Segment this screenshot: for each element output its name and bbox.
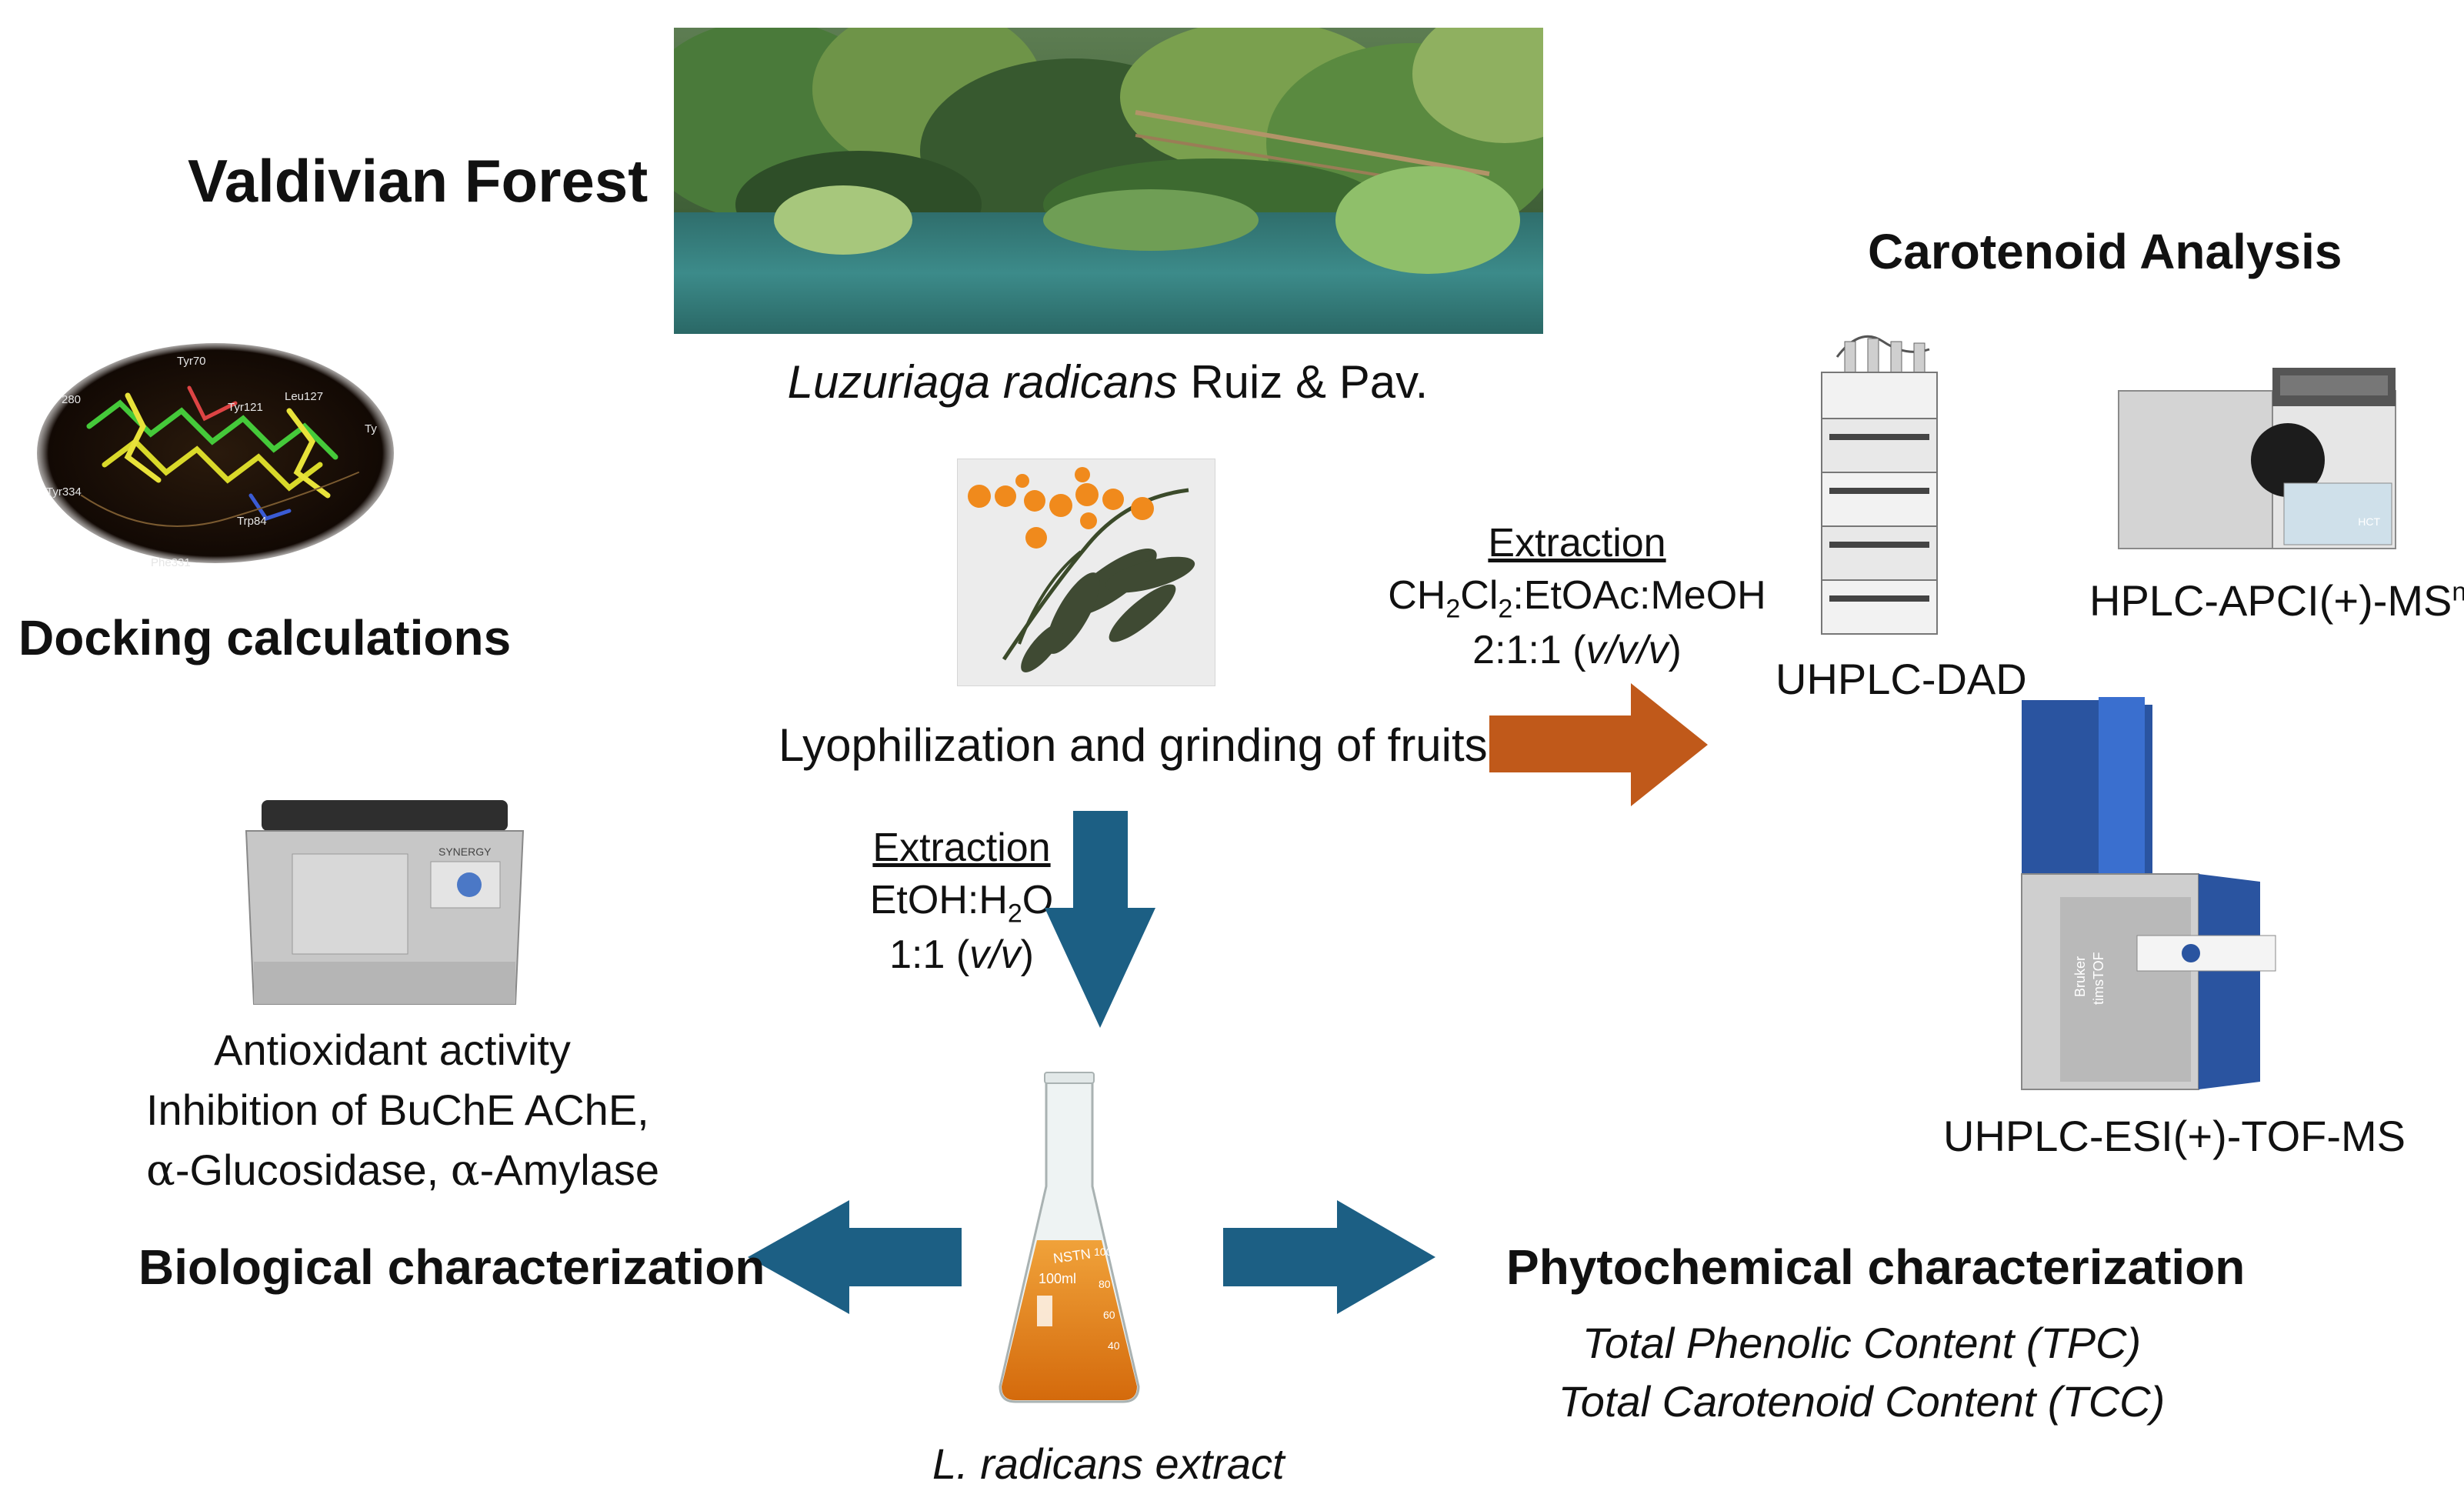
ratio-text: 2:1:1 ( — [1472, 628, 1586, 673]
solvent-subscript: 2 — [1007, 899, 1022, 929]
assay-text: -Glucosidase, — [175, 1146, 451, 1194]
plate-reader-instrument: SYNERGY — [238, 800, 531, 1008]
fruits-photo — [957, 459, 1215, 686]
ratio-text: ) — [1668, 628, 1682, 673]
down-arrow — [1045, 811, 1155, 1028]
ratio-text: 1:1 ( — [889, 932, 970, 978]
phytochemical-item: Total Carotenoid Content (TCC) — [1554, 1373, 2169, 1431]
ratio-units: v/v — [969, 932, 1021, 978]
page-title: Valdivian Forest — [188, 147, 649, 215]
solvent-subscript: 2 — [1498, 594, 1513, 624]
assay-abbrev: TPC — [2040, 1319, 2127, 1367]
assay-abbrev: TCC — [2062, 1377, 2151, 1426]
phytochemical-item: Total Phenolic Content (TPC) — [1554, 1314, 2169, 1373]
flask-graduation: 60 — [1103, 1309, 1115, 1321]
water-extraction-title: Extraction — [872, 826, 1051, 870]
right-arrow-orange — [1489, 683, 1708, 806]
tof-ms-label: UHPLC-ESI(+)-TOF-MS — [1943, 1112, 2406, 1160]
carotenoid-extraction-block: Extraction CH2Cl2:EtOAc:MeOH 2:1:1 (v/v/… — [1385, 520, 1769, 673]
assay-text: Total Carotenoid Content ( — [1558, 1377, 2062, 1426]
residue-label: Tyr70 — [177, 355, 206, 368]
docking-image: Tyr70 Tyr121 Leu127 Tyr334 Trp84 Phe331 … — [35, 342, 395, 569]
left-arrow-blue — [748, 1200, 962, 1314]
alpha-symbol: α — [146, 1146, 175, 1196]
ratio-text: ) — [1020, 932, 1034, 978]
solvent-text: EtOH:H — [869, 878, 1008, 922]
flask-volume-marking: 100ml — [1039, 1271, 1076, 1286]
assay-item: Inhibition of BuChE AChE, — [146, 1086, 649, 1134]
water-extraction-solvent: EtOH:H2O — [862, 877, 1062, 929]
biological-heading: Biological characterization — [138, 1239, 765, 1295]
right-arrow-blue — [1223, 1200, 1435, 1314]
carotenoid-heading: Carotenoid Analysis — [1868, 224, 2342, 279]
biological-assays: Antioxidant activity Inhibition of BuChE… — [146, 1020, 659, 1201]
assay-item: Antioxidant activity — [214, 1026, 571, 1074]
hplc-apci-label: HPLC-APCI(+)-MSn — [2089, 575, 2464, 625]
carotenoid-solvent: CH2Cl2:EtOAc:MeOH — [1385, 572, 1769, 624]
assay-text: ) — [2150, 1377, 2166, 1426]
alpha-symbol: α — [450, 1146, 480, 1196]
plate-reader-marking: SYNERGY — [438, 846, 492, 858]
uhplc-dad-label: UHPLC-DAD — [1775, 655, 2027, 703]
carotenoid-ratio: 2:1:1 (v/v/v) — [1385, 627, 1769, 673]
species-authority: Ruiz & Pav. — [1190, 356, 1429, 408]
tof-ms-instrument: Bruker timsTOF — [2014, 697, 2288, 1094]
assay-text: -Amylase — [479, 1146, 659, 1194]
flask-graduation: 100 — [1094, 1246, 1112, 1258]
phytochemical-assays: Total Phenolic Content (TPC) Total Carot… — [1554, 1314, 2169, 1431]
residue-label: Ty — [365, 422, 377, 435]
forest-photo — [674, 28, 1543, 334]
apci-main-text: HPLC-APCI(+)-MS — [2089, 576, 2452, 625]
solvent-text: :EtOAc:MeOH — [1512, 573, 1766, 618]
hplc-apci-instrument: HCT — [2118, 368, 2405, 552]
forest-caption: Luzuriaga radicans Ruiz & Pav. — [769, 355, 1446, 409]
solvent-text: CH — [1388, 573, 1446, 618]
extract-flask: NSTN 100ml 100 80 60 40 — [992, 1071, 1146, 1409]
docking-label: Docking calculations — [18, 610, 512, 665]
assay-text: Total Phenolic Content ( — [1582, 1319, 2041, 1367]
residue-label: Leu127 — [285, 390, 323, 403]
uhplc-dad-instrument — [1814, 326, 1945, 642]
carotenoid-extraction-title: Extraction — [1488, 521, 1666, 565]
flask-graduation: 40 — [1108, 1339, 1120, 1352]
fruits-caption: Lyophilization and grinding of fruits — [779, 719, 1488, 771]
ratio-units: v/v/v — [1585, 628, 1669, 673]
water-extraction-block: Extraction EtOH:H2O 1:1 (v/v) — [862, 825, 1062, 978]
residue-label: 280 — [62, 393, 81, 406]
tof-model-marking: timsTOF — [2091, 952, 2106, 1005]
phytochemical-heading: Phytochemical characterization — [1506, 1239, 2246, 1295]
assay-item: α-Glucosidase, α-Amylase — [146, 1140, 659, 1201]
residue-label: Phe331 — [151, 556, 191, 569]
tof-brand-marking: Bruker — [2072, 956, 2088, 997]
solvent-text: Cl — [1460, 573, 1499, 618]
extract-label: L. radicans extract — [932, 1439, 1285, 1488]
residue-label: Tyr334 — [46, 485, 82, 499]
apci-superscript: n — [2452, 577, 2464, 607]
residue-label: Tyr121 — [228, 401, 263, 414]
water-extraction-ratio: 1:1 (v/v) — [862, 932, 1062, 978]
solvent-subscript: 2 — [1445, 594, 1461, 624]
species-name: Luzuriaga radicans — [787, 356, 1178, 408]
flask-graduation: 80 — [1099, 1278, 1111, 1290]
assay-text: ) — [2126, 1319, 2142, 1367]
residue-label: Trp84 — [237, 515, 267, 528]
hct-marking: HCT — [2358, 515, 2380, 528]
